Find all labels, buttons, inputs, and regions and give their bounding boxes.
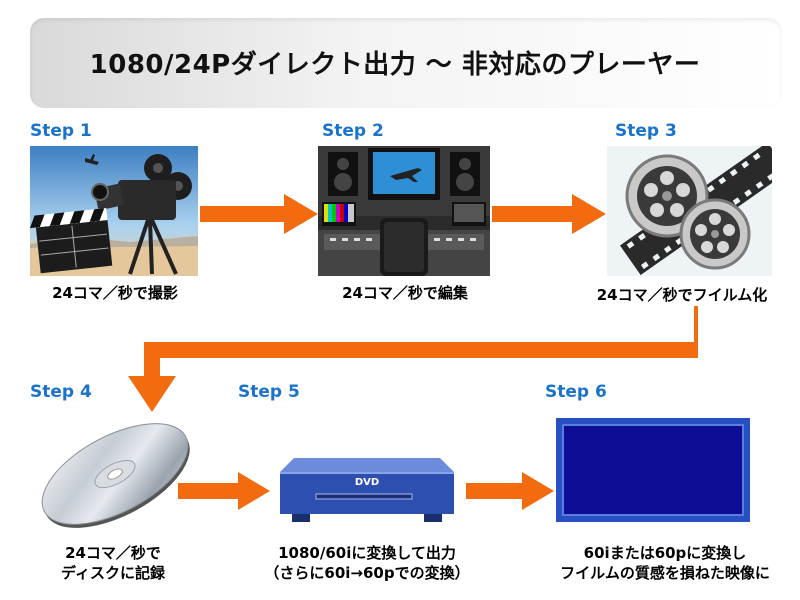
tv-screen-icon [556, 418, 750, 522]
step-4-label: Step 4 [30, 382, 92, 402]
step-1-caption: 24コマ／秒で撮影 [52, 284, 178, 302]
step-5-caption-line1: 1080/60iに変換して出力 [278, 544, 456, 562]
arrow-step1-step2 [200, 194, 318, 234]
dvd-label: DVD [354, 477, 380, 488]
page-title: 1080/24Pダイレクト出力 ～ 非対応のプレーヤー [89, 50, 701, 80]
arrow-step4-step5 [178, 472, 270, 510]
step-2-label: Step 2 [322, 121, 384, 141]
step-6-caption-line2: フイルムの質感を損ねた映像に [560, 564, 770, 582]
step-4-caption-line2: ディスクに記録 [61, 564, 165, 582]
disc-icon [30, 412, 200, 532]
step-3-label: Step 3 [615, 121, 677, 141]
step-2-caption: 24コマ／秒で編集 [342, 284, 468, 302]
title-bar [30, 18, 782, 108]
film-reel-icon [607, 146, 772, 276]
step-5-label: Step 5 [238, 382, 300, 402]
dvd-player-icon: DVD [272, 456, 462, 524]
step-6-label: Step 6 [545, 382, 607, 402]
arrow-step5-step6 [466, 472, 554, 510]
step-4-caption: 24コマ／秒で ディスクに記録 [18, 543, 208, 583]
arrow-step3-step4 [128, 306, 698, 412]
tv-display [562, 424, 744, 516]
step-3-caption: 24コマ／秒でフイルム化 [596, 286, 768, 304]
arrow-step2-step3 [492, 194, 606, 234]
step-5-caption: 1080/60iに変換して出力 （さらに60i→60pでの変換） [236, 543, 498, 583]
step-6-caption: 60iまたは60pに変換し フイルムの質感を損ねた映像に [534, 543, 796, 583]
step-6-caption-line1: 60iまたは60pに変換し [583, 544, 747, 562]
editing-console-icon [318, 146, 490, 276]
movie-camera-icon [30, 146, 198, 276]
step-5-caption-line2: （さらに60i→60pでの変換） [264, 564, 470, 582]
step-4-caption-line1: 24コマ／秒で [65, 544, 161, 562]
step-1-label: Step 1 [30, 121, 92, 141]
